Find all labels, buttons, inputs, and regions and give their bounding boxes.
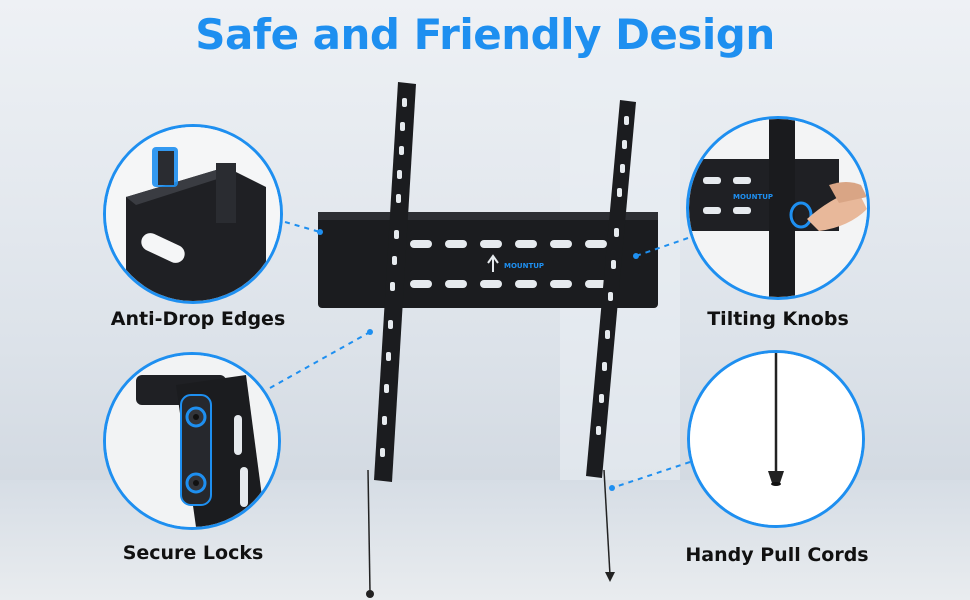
brand-logo: MOUNTUP	[733, 193, 773, 201]
pull-cords-label: Handy Pull Cords	[685, 544, 869, 566]
page-title: Safe and Friendly Design	[195, 10, 775, 59]
right-arm	[586, 100, 636, 582]
brand-logo: MOUNTUP	[504, 262, 544, 270]
anti-drop-detail	[103, 124, 283, 304]
secure-lock-detail	[103, 352, 281, 530]
callout-lines	[269, 221, 691, 489]
tilting-knobs-label: Tilting Knobs	[707, 308, 849, 330]
tilting-knob-detail: MOUNTUP	[686, 116, 870, 300]
pull-cord-detail	[687, 350, 865, 528]
anti-drop-label: Anti-Drop Edges	[110, 308, 286, 330]
left-arm	[366, 82, 416, 598]
secure-locks-label: Secure Locks	[122, 542, 264, 564]
